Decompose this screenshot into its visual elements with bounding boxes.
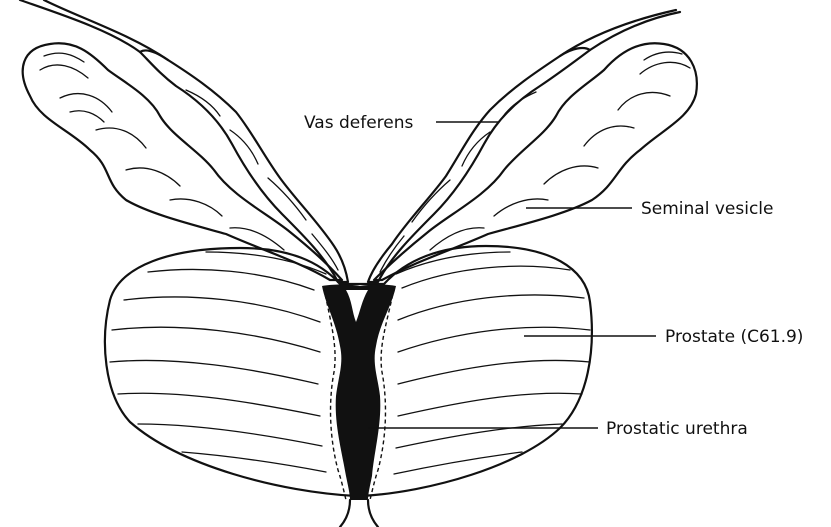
label-prostate: Prostate (C61.9) bbox=[665, 327, 803, 347]
label-seminal-vesicle: Seminal vesicle bbox=[641, 199, 773, 219]
label-prostatic-urethra: Prostatic urethra bbox=[606, 419, 748, 439]
right-vas-deferens bbox=[368, 10, 680, 282]
prostatic-urethra bbox=[322, 285, 396, 527]
right-seminal-vesicle bbox=[374, 43, 697, 280]
left-seminal-vesicle bbox=[23, 43, 342, 280]
label-vas-deferens: Vas deferens bbox=[304, 113, 414, 133]
